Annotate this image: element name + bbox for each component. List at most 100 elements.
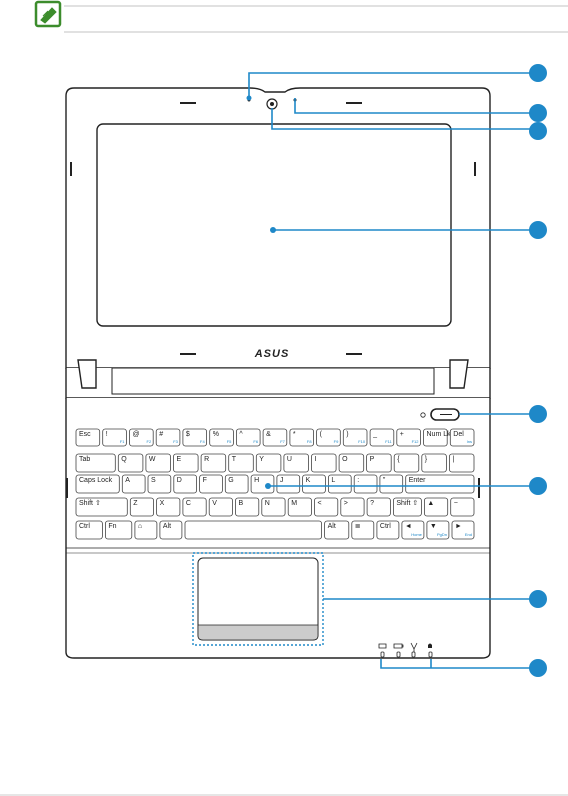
- key[interactable]: |: [449, 454, 474, 472]
- key[interactable]: N: [262, 498, 285, 516]
- touchpad-button-bar[interactable]: [198, 625, 318, 640]
- key-label: U: [287, 456, 292, 463]
- key[interactable]: Tab: [76, 454, 115, 472]
- led-wireless: [412, 652, 415, 657]
- key[interactable]: U: [284, 454, 309, 472]
- key-label: S: [151, 477, 156, 484]
- key[interactable]: +F12: [397, 429, 421, 446]
- key[interactable]: ▼PgDn: [427, 521, 449, 539]
- key[interactable]: O: [339, 454, 364, 472]
- key[interactable]: <: [315, 498, 338, 516]
- key-label: <: [318, 500, 322, 507]
- key[interactable]: Y: [256, 454, 281, 472]
- key-label: Ctrl: [79, 523, 90, 530]
- key[interactable]: X: [157, 498, 180, 516]
- key[interactable]: #F3: [156, 429, 180, 446]
- key-secondary-label: F11: [385, 439, 392, 444]
- callout-marker-display-panel: [529, 221, 547, 239]
- key[interactable]: −: [451, 498, 474, 516]
- key[interactable]: L: [328, 475, 351, 493]
- key-label: ▼: [430, 523, 437, 530]
- key[interactable]: %F5: [210, 429, 234, 446]
- display-screen: [97, 124, 451, 326]
- key-secondary-label: F10: [358, 439, 366, 444]
- key[interactable]: ≣: [352, 521, 374, 539]
- key[interactable]: Q: [118, 454, 143, 472]
- key[interactable]: S: [148, 475, 171, 493]
- key[interactable]: V: [209, 498, 232, 516]
- key[interactable]: &F7: [263, 429, 287, 446]
- key-cap[interactable]: [185, 521, 322, 539]
- callout-marker-status-indicators: [529, 659, 547, 677]
- key[interactable]: G: [225, 475, 248, 493]
- key[interactable]: R: [201, 454, 226, 472]
- key[interactable]: P: [367, 454, 392, 472]
- key[interactable]: Alt: [160, 521, 182, 539]
- key[interactable]: !F1: [103, 429, 127, 446]
- key[interactable]: Ctrl: [377, 521, 399, 539]
- key[interactable]: Fn: [105, 521, 131, 539]
- key[interactable]: ▲: [424, 498, 447, 516]
- key[interactable]: I: [312, 454, 337, 472]
- key[interactable]: ?: [367, 498, 390, 516]
- key[interactable]: E: [174, 454, 199, 472]
- key[interactable]: B: [236, 498, 259, 516]
- key[interactable]: _F11: [370, 429, 394, 446]
- touchpad-assembly: [193, 553, 323, 645]
- key-label: G: [228, 477, 233, 484]
- key[interactable]: C: [183, 498, 206, 516]
- key[interactable]: K: [303, 475, 326, 493]
- key[interactable]: Z: [130, 498, 153, 516]
- key-secondary-label: F8: [307, 439, 312, 444]
- key[interactable]: J: [277, 475, 300, 493]
- key[interactable]: >: [341, 498, 364, 516]
- lid-side-mark-right: [474, 162, 476, 176]
- key[interactable]: Caps Lock: [76, 475, 119, 493]
- key[interactable]: $F4: [183, 429, 207, 446]
- key[interactable]: (F9: [317, 429, 341, 446]
- key[interactable]: ": [380, 475, 403, 493]
- key[interactable]: ^F6: [236, 429, 260, 446]
- key[interactable]: D: [174, 475, 197, 493]
- key[interactable]: M: [288, 498, 311, 516]
- key[interactable]: }: [422, 454, 447, 472]
- key[interactable]: [185, 521, 322, 539]
- key[interactable]: )F10: [343, 429, 367, 446]
- key[interactable]: ◄Home: [402, 521, 424, 539]
- key[interactable]: ►End: [452, 521, 474, 539]
- key[interactable]: H: [251, 475, 274, 493]
- key[interactable]: Enter: [406, 475, 474, 493]
- camera-lens-inner: [270, 102, 274, 106]
- key-secondary-label: PgDn: [437, 532, 447, 537]
- key-label: M: [291, 500, 297, 507]
- key-label: Q: [121, 456, 127, 463]
- key-label: T: [232, 456, 237, 463]
- key-label: ?: [370, 500, 374, 507]
- key[interactable]: :: [354, 475, 377, 493]
- key-label: Caps Lock: [79, 477, 113, 484]
- key[interactable]: Shift ⇧: [76, 498, 127, 516]
- key[interactable]: {: [394, 454, 419, 472]
- key[interactable]: Alt: [325, 521, 349, 539]
- leader-status-indicators: [381, 659, 538, 668]
- key-label: P: [370, 456, 375, 463]
- callout-marker-camera: [529, 122, 547, 140]
- key[interactable]: *F8: [290, 429, 314, 446]
- key[interactable]: F: [200, 475, 223, 493]
- lid-mark-right-top: [346, 102, 362, 104]
- key[interactable]: T: [229, 454, 254, 472]
- key[interactable]: Num Lk: [424, 429, 452, 446]
- key[interactable]: @F2: [130, 429, 154, 446]
- key[interactable]: Shift ⇧: [393, 498, 421, 516]
- key-label: Enter: [409, 477, 426, 484]
- key[interactable]: Esc: [76, 429, 100, 446]
- key[interactable]: W: [146, 454, 171, 472]
- key-label: L: [331, 477, 335, 484]
- key-label: R: [204, 456, 209, 463]
- key[interactable]: ⌂: [135, 521, 157, 539]
- key[interactable]: A: [122, 475, 145, 493]
- key-label: F: [203, 477, 207, 484]
- key-label: Shift ⇧: [396, 499, 418, 507]
- key[interactable]: Ctrl: [76, 521, 102, 539]
